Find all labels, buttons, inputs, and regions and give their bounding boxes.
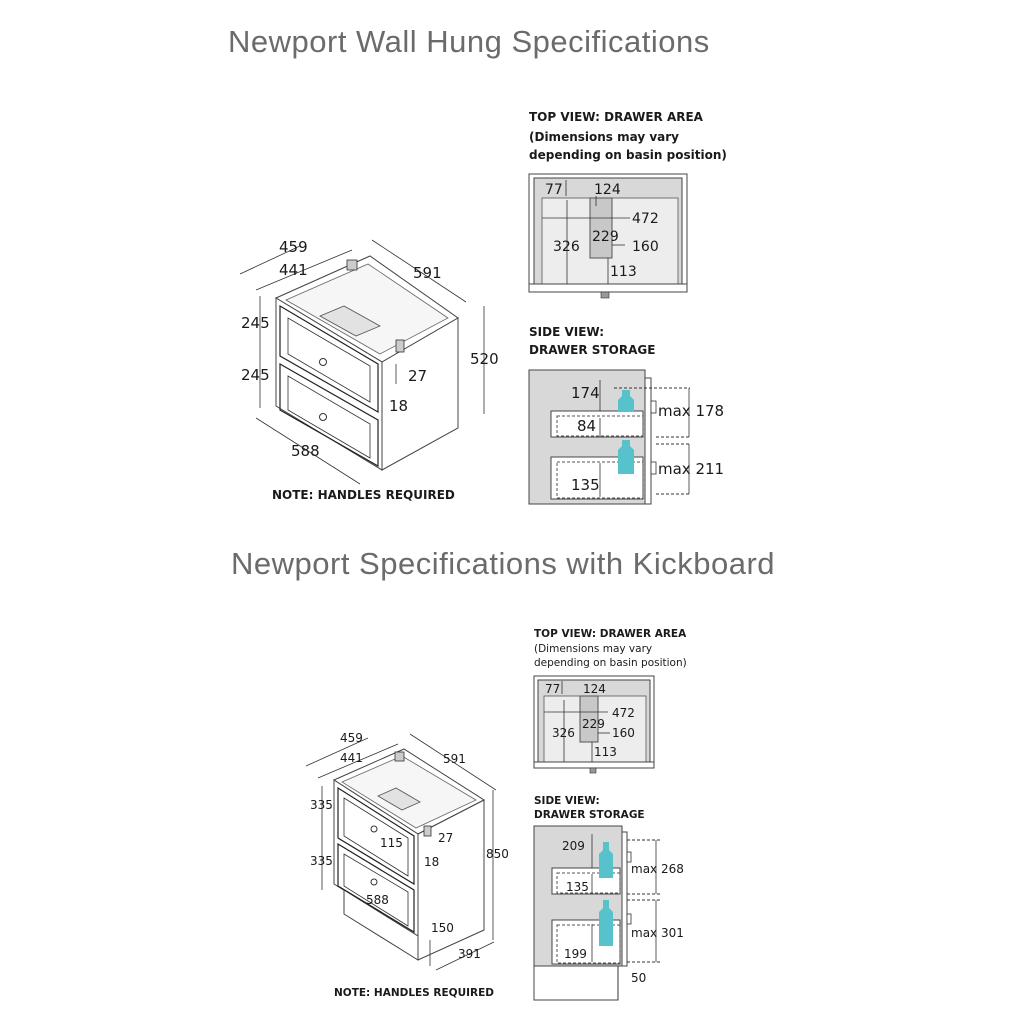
wh-side-max-lower: max 211 bbox=[658, 460, 724, 478]
kb-side-max-upper: max 268 bbox=[631, 862, 684, 876]
kb-side-199: 199 bbox=[564, 947, 587, 961]
kb-kick-height: 150 bbox=[431, 921, 454, 935]
kb-side-thickness: 18 bbox=[424, 855, 439, 869]
wh-side-174: 174 bbox=[571, 384, 600, 402]
kb-top-113: 113 bbox=[594, 745, 617, 759]
kb-width-top: 591 bbox=[443, 752, 466, 766]
wh-drawer-lower: 245 bbox=[241, 366, 270, 384]
kb-side-50: 50 bbox=[631, 971, 646, 985]
wh-top-229: 229 bbox=[592, 229, 619, 245]
wh-width-top: 591 bbox=[413, 264, 442, 282]
title-wall-hung: Newport Wall Hung Specifications bbox=[228, 24, 710, 59]
kb-side-view-drawing bbox=[533, 825, 660, 1001]
kb-note: NOTE: HANDLES REQUIRED bbox=[334, 987, 494, 999]
wh-front-gap: 27 bbox=[408, 367, 427, 385]
wh-drawer-upper: 245 bbox=[241, 314, 270, 332]
wh-side-84: 84 bbox=[577, 417, 596, 435]
wh-side-heading-2: DRAWER STORAGE bbox=[529, 343, 655, 357]
wh-top-326: 326 bbox=[553, 239, 580, 255]
kb-top-229: 229 bbox=[582, 717, 605, 731]
wh-top-160: 160 bbox=[632, 239, 659, 255]
wh-side-135: 135 bbox=[571, 476, 600, 494]
kb-side-max-lower: max 301 bbox=[631, 926, 684, 940]
kickboard-cabinet bbox=[305, 733, 497, 971]
wh-side-max-upper: max 178 bbox=[658, 402, 724, 420]
wh-depth-inner: 441 bbox=[279, 261, 308, 279]
kb-side-heading-1: SIDE VIEW: bbox=[534, 795, 600, 807]
kb-front-gap: 27 bbox=[438, 831, 453, 845]
kb-top-124: 124 bbox=[583, 682, 606, 696]
title-kickboard: Newport Specifications with Kickboard bbox=[231, 546, 776, 581]
kb-kick-depth: 391 bbox=[458, 947, 481, 961]
wh-side-heading-1: SIDE VIEW: bbox=[529, 325, 604, 339]
kb-side-135: 135 bbox=[566, 880, 589, 894]
kb-height: 850 bbox=[486, 847, 509, 861]
wh-side-thickness: 18 bbox=[389, 397, 408, 415]
wh-top-472: 472 bbox=[632, 211, 659, 227]
wh-top-view-drawing bbox=[528, 173, 688, 299]
wall-hung-cabinet bbox=[239, 239, 485, 485]
kb-inner-dim: 115 bbox=[380, 836, 403, 850]
wh-top-124: 124 bbox=[594, 182, 621, 198]
wh-top-heading: TOP VIEW: DRAWER AREA bbox=[529, 110, 704, 124]
wh-top-77: 77 bbox=[545, 182, 563, 198]
kb-drawer-upper: 335 bbox=[310, 798, 333, 812]
wh-width-bottom: 588 bbox=[291, 442, 320, 460]
kb-side-209: 209 bbox=[562, 839, 585, 853]
kb-top-160: 160 bbox=[612, 726, 635, 740]
kb-top-heading: TOP VIEW: DRAWER AREA bbox=[534, 628, 687, 640]
kb-top-view-drawing bbox=[533, 675, 655, 774]
kb-top-472: 472 bbox=[612, 706, 635, 720]
kb-side-heading-2: DRAWER STORAGE bbox=[534, 809, 645, 821]
wh-top-113: 113 bbox=[610, 264, 637, 280]
kb-top-326: 326 bbox=[552, 726, 575, 740]
wh-top-sub-2: depending on basin position) bbox=[529, 148, 727, 162]
wh-depth-outer: 459 bbox=[279, 238, 308, 256]
kb-top-77: 77 bbox=[545, 682, 560, 696]
kb-top-sub-2: depending on basin position) bbox=[534, 657, 687, 669]
wh-side-view-drawing bbox=[528, 369, 690, 505]
kb-top-sub-1: (Dimensions may vary bbox=[534, 643, 652, 655]
wh-height: 520 bbox=[470, 350, 499, 368]
kb-width-bottom: 588 bbox=[366, 893, 389, 907]
wh-note: NOTE: HANDLES REQUIRED bbox=[272, 488, 455, 502]
kb-depth-outer: 459 bbox=[340, 731, 363, 745]
wh-top-sub-1: (Dimensions may vary bbox=[529, 130, 679, 144]
kb-depth-inner: 441 bbox=[340, 751, 363, 765]
kb-drawer-lower: 335 bbox=[310, 854, 333, 868]
